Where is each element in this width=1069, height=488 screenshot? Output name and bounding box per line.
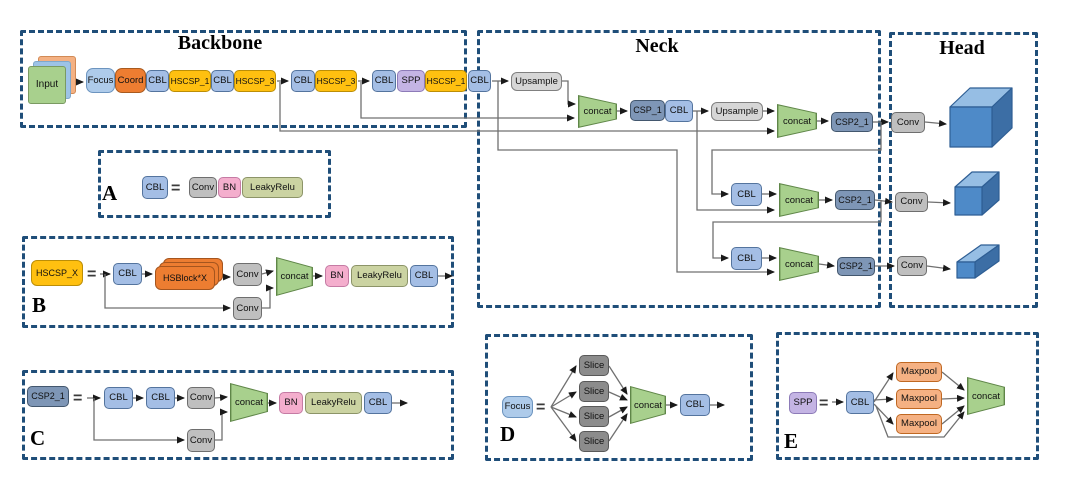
legend-b-cbl-1: CBL xyxy=(113,263,142,285)
input-block: Input xyxy=(28,66,66,104)
legend-b-box xyxy=(22,236,454,328)
backbone-cbl-2: CBL xyxy=(211,70,234,92)
backbone-hscsp1-2: HSCSP_1 xyxy=(425,70,467,92)
legend-e-maxpool-3: Maxpool xyxy=(896,414,942,434)
legend-b-cbl-2: CBL xyxy=(410,265,438,287)
neck-cbl-bottom: CBL xyxy=(731,247,762,270)
legend-a-cbl: CBL xyxy=(142,176,168,199)
legend-a-leakyrelu: LeakyRelu xyxy=(242,177,303,198)
head-box xyxy=(889,32,1038,308)
legend-d-slice-4: Slice xyxy=(579,431,609,452)
legend-d-slice-3: Slice xyxy=(579,406,609,427)
legend-b-equals: = xyxy=(87,266,97,283)
legend-c-cbl-1: CBL xyxy=(104,387,133,409)
legend-d-slice-1: Slice xyxy=(579,355,609,376)
backbone-hscsp3-1: HSCSP_3 xyxy=(234,70,276,92)
legend-c-label: C xyxy=(30,426,46,450)
neck-upsample-1: Upsample xyxy=(511,72,562,91)
legend-b-hscspx: HSCSP_X xyxy=(31,260,83,286)
legend-d-slice-2: Slice xyxy=(579,381,609,402)
legend-d-equals: = xyxy=(536,399,546,416)
backbone-focus-block: Focus xyxy=(86,68,115,93)
backbone-hscsp1-1: HSCSP_1 xyxy=(169,70,211,92)
neck-csp21-bottom: CSP2_1 xyxy=(837,257,875,276)
legend-c-cbl-3: CBL xyxy=(364,392,392,414)
legend-c-bn: BN xyxy=(279,392,303,414)
legend-c-csp21: CSP2_1 xyxy=(27,386,69,407)
neck-upsample-2: Upsample xyxy=(711,102,763,121)
backbone-spp-block: SPP xyxy=(397,70,425,92)
neck-csp21-mid: CSP2_1 xyxy=(835,190,875,210)
head-conv-3: Conv xyxy=(897,256,927,276)
legend-e-maxpool-2: Maxpool xyxy=(896,389,942,409)
neck-box xyxy=(477,30,881,308)
head-conv-2: Conv xyxy=(895,192,928,212)
concat-label: concat xyxy=(280,271,309,282)
legend-e-maxpool-1: Maxpool xyxy=(896,362,942,382)
backbone-cbl-4: CBL xyxy=(372,70,396,92)
output-cuboid-large xyxy=(949,87,1013,148)
legend-b-leakyrelu: LeakyRelu xyxy=(351,265,408,287)
legend-b-label: B xyxy=(32,293,47,317)
legend-b-bn: BN xyxy=(325,265,349,287)
concat-label: concat xyxy=(785,194,813,206)
legend-c-cbl-2: CBL xyxy=(146,387,175,409)
legend-a-equals: = xyxy=(171,180,181,197)
neck-cbl-1: CBL xyxy=(665,100,693,122)
legend-c-conv-top: Conv xyxy=(187,387,215,409)
legend-b-hsblock: HSBlock*X xyxy=(155,266,215,290)
output-cuboid-medium xyxy=(954,171,1000,216)
backbone-cbl-1: CBL xyxy=(146,70,169,92)
legend-d-label: D xyxy=(500,422,516,446)
legend-d-focus: Focus xyxy=(502,396,533,418)
legend-c-box xyxy=(22,370,454,460)
backbone-coord-block: Coord xyxy=(115,68,146,93)
concat-label: concat xyxy=(785,258,813,270)
legend-a-bn: BN xyxy=(218,177,241,198)
neck-csp21-top: CSP2_1 xyxy=(831,112,873,132)
concat-label: concat xyxy=(583,106,612,117)
legend-e-box xyxy=(776,332,1039,460)
legend-e-cbl: CBL xyxy=(846,391,874,414)
legend-e-spp: SPP xyxy=(789,392,817,414)
legend-b-conv-top: Conv xyxy=(233,263,262,286)
legend-a-label: A xyxy=(102,181,118,205)
backbone-hscsp3-2: HSCSP_3 xyxy=(315,70,357,92)
legend-e-label: E xyxy=(784,429,799,453)
head-title: Head xyxy=(939,37,985,59)
concat-label: concat xyxy=(972,390,1000,402)
legend-a-box xyxy=(98,150,331,218)
backbone-cbl-3: CBL xyxy=(291,70,315,92)
concat-label: concat xyxy=(235,397,263,408)
backbone-cbl-5: CBL xyxy=(468,70,491,92)
backbone-title: Backbone xyxy=(177,32,263,54)
head-conv-1: Conv xyxy=(891,112,925,133)
concat-label: concat xyxy=(634,399,662,411)
concat-label: concat xyxy=(783,115,811,127)
connectors xyxy=(68,77,965,444)
legend-d-box xyxy=(485,334,753,461)
legend-c-conv-bottom: Conv xyxy=(187,429,215,452)
legend-b-conv-bottom: Conv xyxy=(233,297,262,320)
legend-c-leakyrelu: LeakyRelu xyxy=(305,392,362,414)
neck-title: Neck xyxy=(635,35,679,57)
legend-c-equals: = xyxy=(73,390,83,407)
neck-cbl-mid: CBL xyxy=(731,183,762,206)
legend-a-conv: Conv xyxy=(189,177,217,198)
output-cuboid-small xyxy=(956,244,1000,279)
legend-d-cbl: CBL xyxy=(680,394,710,416)
neck-csp1-block: CSP_1 xyxy=(630,100,665,121)
legend-e-equals: = xyxy=(819,395,829,412)
